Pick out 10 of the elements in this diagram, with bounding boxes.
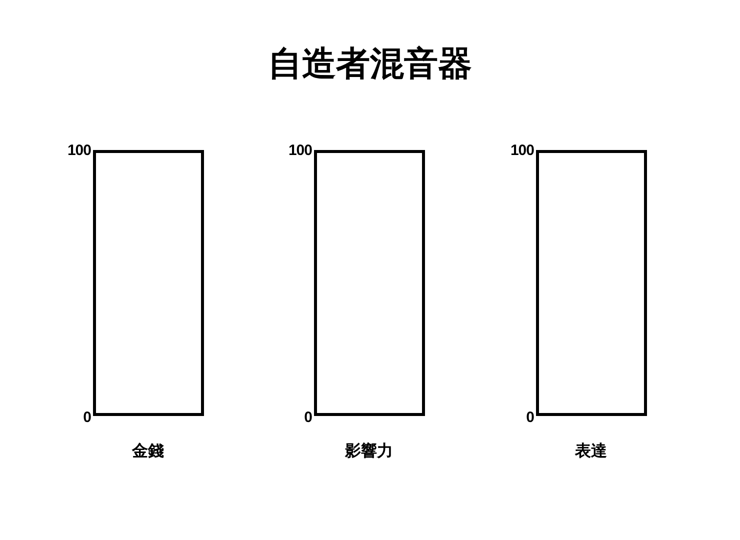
scale-label: 100 [510, 143, 534, 158]
scale-label: 100 [288, 143, 312, 158]
scale-label: 100 [67, 143, 91, 158]
scale-label: 0 [304, 410, 312, 425]
title: 自造者混音器 [268, 46, 472, 84]
category-label: 表達 [575, 442, 607, 460]
category-label: 影響力 [345, 442, 393, 460]
scale-label: 0 [83, 410, 91, 425]
scale-label: 0 [526, 410, 534, 425]
category-label: 金錢 [132, 442, 164, 460]
